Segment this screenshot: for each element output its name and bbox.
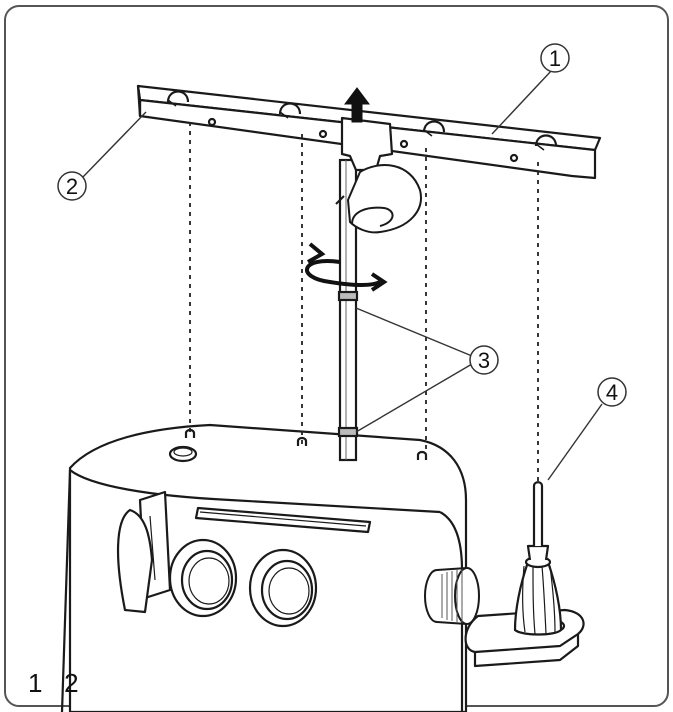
thread-stand-pole xyxy=(337,158,359,462)
spool-pin xyxy=(513,481,563,636)
callout-2: 2 xyxy=(57,171,87,201)
callout-1-label: 1 xyxy=(549,46,561,71)
callout-4: 4 xyxy=(597,377,627,407)
alignment-guides xyxy=(189,122,539,484)
callout-3-label: 3 xyxy=(478,348,490,373)
tension-dial-left xyxy=(168,538,238,618)
callout-1: 1 xyxy=(540,43,570,73)
lift-up-arrow xyxy=(344,87,370,123)
callout-4-label: 4 xyxy=(606,380,618,405)
handwheel-knob xyxy=(424,567,480,625)
thread-guide-antenna-bar xyxy=(136,84,602,180)
page-marker: 1 2 xyxy=(28,668,79,698)
rotate-arrow-icon xyxy=(305,242,388,292)
tension-lever xyxy=(116,490,172,614)
callout-leaders xyxy=(81,69,603,481)
hand-gripping-pole xyxy=(335,164,422,234)
callout-2-label: 2 xyxy=(66,174,78,199)
tension-dial-right xyxy=(248,548,318,628)
callout-3: 3 xyxy=(469,345,499,375)
